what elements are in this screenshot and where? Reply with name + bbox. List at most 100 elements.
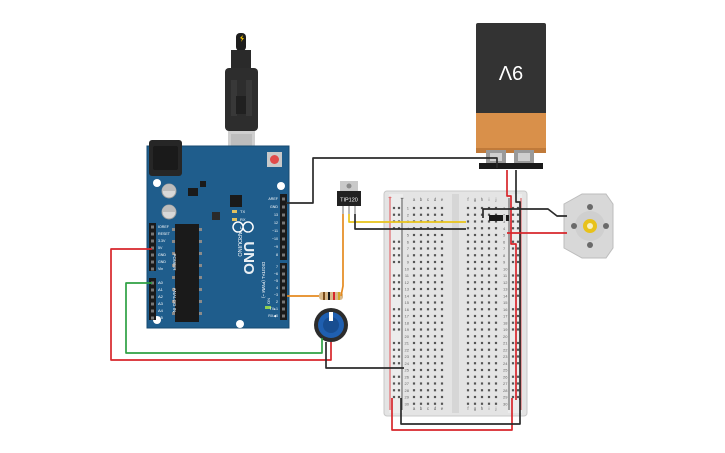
wires[interactable] [110, 157, 567, 431]
breadboard-hole[interactable] [440, 395, 444, 399]
breadboard-hole[interactable] [511, 348, 515, 351]
breadboard-hole[interactable] [419, 281, 423, 284]
breadboard-hole[interactable] [466, 395, 470, 399]
breadboard-hole[interactable] [426, 348, 430, 351]
breadboard-hole[interactable] [433, 294, 437, 297]
breadboard-hole[interactable] [511, 254, 515, 257]
breadboard-hole[interactable] [480, 395, 484, 399]
breadboard-hole[interactable] [433, 382, 437, 385]
breadboard-hole[interactable] [494, 341, 498, 345]
breadboard-hole[interactable] [419, 308, 423, 311]
breadboard-hole[interactable] [426, 267, 430, 270]
breadboard-hole[interactable] [392, 260, 396, 264]
breadboard-hole[interactable] [473, 314, 477, 318]
breadboard-hole[interactable] [392, 355, 396, 358]
breadboard-hole[interactable] [397, 213, 401, 216]
breadboard-hole[interactable] [516, 308, 520, 311]
breadboard-hole[interactable] [433, 375, 437, 378]
breadboard-hole[interactable] [397, 389, 401, 392]
breadboard-hole[interactable] [392, 287, 396, 291]
breadboard-hole[interactable] [473, 287, 477, 291]
breadboard-hole[interactable] [392, 294, 396, 297]
breadboard-hole[interactable] [426, 395, 430, 399]
header-pin[interactable] [282, 272, 285, 276]
breadboard-hole[interactable] [473, 260, 477, 264]
breadboard-hole[interactable] [440, 213, 444, 216]
breadboard-hole[interactable] [440, 368, 444, 372]
breadboard-hole[interactable] [494, 321, 498, 324]
breadboard-hole[interactable] [487, 287, 491, 291]
breadboard-hole[interactable] [426, 240, 430, 243]
breadboard-hole[interactable] [494, 395, 498, 399]
breadboard-hole[interactable] [487, 308, 491, 311]
header-pin[interactable] [282, 307, 285, 311]
breadboard-hole[interactable] [466, 254, 470, 257]
breadboard-hole[interactable] [494, 368, 498, 372]
breadboard-hole[interactable] [516, 321, 520, 324]
breadboard-hole[interactable] [433, 314, 437, 318]
breadboard-hole[interactable] [480, 247, 484, 250]
breadboard-hole[interactable] [440, 389, 444, 392]
breadboard-hole[interactable] [511, 274, 515, 277]
breadboard-hole[interactable] [466, 220, 470, 223]
potentiometer[interactable] [314, 308, 348, 342]
breadboard-hole[interactable] [433, 213, 437, 216]
breadboard-hole[interactable] [419, 247, 423, 250]
header-pin[interactable] [151, 295, 154, 299]
breadboard-hole[interactable] [516, 281, 520, 284]
wire-green-a0[interactable] [125, 282, 323, 354]
arduino-uno[interactable]: TX RX L ON UNO ARDUINO POWER ANALOG IN D… [146, 33, 290, 329]
header-pin[interactable] [151, 253, 154, 257]
breadboard-hole[interactable] [433, 240, 437, 243]
breadboard-hole[interactable] [516, 227, 520, 230]
header-pin[interactable] [282, 265, 285, 269]
breadboard-hole[interactable] [494, 362, 498, 365]
wire-yellow-transistor[interactable] [348, 214, 466, 223]
header-pin[interactable] [151, 246, 154, 250]
breadboard-hole[interactable] [487, 274, 491, 277]
breadboard-hole[interactable] [487, 240, 491, 243]
breadboard-hole[interactable] [412, 294, 416, 297]
breadboard-hole[interactable] [516, 341, 520, 345]
breadboard-hole[interactable] [392, 206, 396, 210]
breadboard-hole[interactable] [494, 301, 498, 304]
breadboard-hole[interactable] [397, 247, 401, 250]
breadboard-hole[interactable] [480, 227, 484, 230]
breadboard-hole[interactable] [480, 220, 484, 223]
breadboard-hole[interactable] [473, 402, 477, 405]
header-pin[interactable] [282, 286, 285, 290]
breadboard-hole[interactable] [419, 341, 423, 345]
breadboard-hole[interactable] [494, 328, 498, 331]
breadboard-hole[interactable] [397, 362, 401, 365]
breadboard-hole[interactable] [480, 402, 484, 405]
breadboard-hole[interactable] [480, 233, 484, 237]
breadboard-hole[interactable] [419, 402, 423, 405]
breadboard-hole[interactable] [494, 355, 498, 358]
breadboard-hole[interactable] [426, 335, 430, 338]
breadboard-hole[interactable] [466, 389, 470, 392]
header-pin[interactable] [282, 205, 285, 209]
breadboard-hole[interactable] [426, 321, 430, 324]
breadboard-hole[interactable] [397, 294, 401, 297]
breadboard-hole[interactable] [480, 281, 484, 284]
breadboard-hole[interactable] [426, 301, 430, 304]
breadboard-hole[interactable] [397, 254, 401, 257]
header-pin[interactable] [282, 293, 285, 297]
breadboard-hole[interactable] [412, 375, 416, 378]
breadboard-hole[interactable] [412, 395, 416, 399]
header-pin[interactable] [151, 267, 154, 271]
breadboard-hole[interactable] [473, 220, 477, 223]
breadboard-hole[interactable] [392, 274, 396, 277]
breadboard-hole[interactable] [473, 389, 477, 392]
breadboard-hole[interactable] [397, 321, 401, 324]
diode[interactable] [489, 215, 509, 221]
breadboard-hole[interactable] [473, 308, 477, 311]
breadboard-hole[interactable] [480, 368, 484, 372]
breadboard-hole[interactable] [494, 233, 498, 237]
breadboard-hole[interactable] [440, 382, 444, 385]
breadboard-hole[interactable] [480, 274, 484, 277]
breadboard-hole[interactable] [494, 294, 498, 297]
breadboard-hole[interactable] [392, 308, 396, 311]
breadboard-hole[interactable] [433, 368, 437, 372]
